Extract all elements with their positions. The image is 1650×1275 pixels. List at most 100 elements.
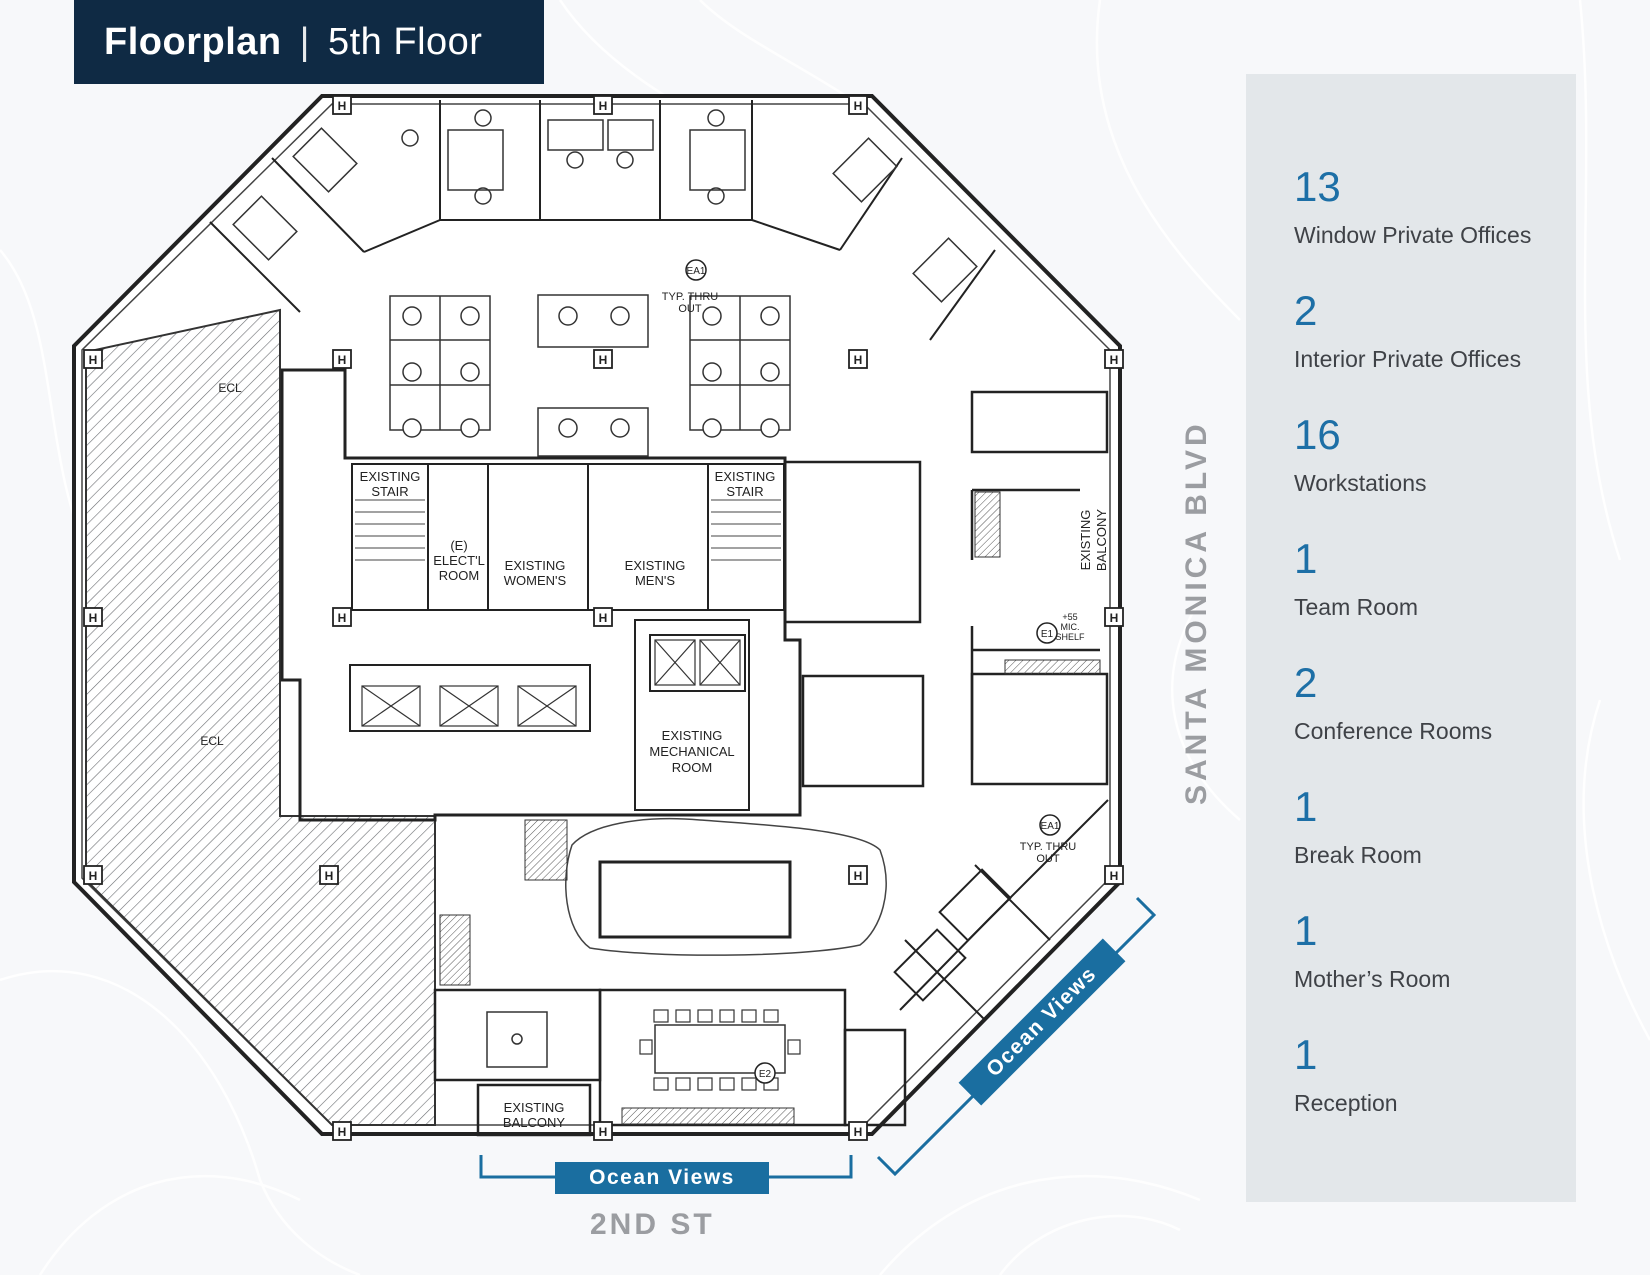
column-marker-label: H [338,1125,347,1139]
column-marker-label: H [89,353,98,367]
stat-label: Conference Rooms [1294,718,1493,744]
hatched-area [85,308,436,1126]
stat-interior-offices: 2 Interior Private Offices [1294,290,1521,373]
svg-text:MIC.: MIC. [1061,622,1080,632]
typ-thru-top-label: TYP. THRU [662,291,718,303]
svg-text:E1: E1 [1041,629,1054,640]
stair-right-label: EXISTING [715,469,776,484]
ecl-label-1: ECL [218,381,242,395]
column-marker-label: H [854,1125,863,1139]
svg-text:MECHANICAL: MECHANICAL [649,744,734,759]
balcony-right-label: EXISTING BALCONY [1078,509,1109,571]
womens-room-label: EXISTING [505,558,566,573]
stat-window-offices: 13 Window Private Offices [1294,166,1531,249]
svg-text:WOMEN'S: WOMEN'S [504,573,567,588]
svg-text:SHELF: SHELF [1055,632,1085,642]
shelf-counter [1004,659,1101,675]
column-marker-label: H [1110,611,1119,625]
stat-label: Break Room [1294,842,1422,868]
column-marker-label: H [325,869,334,883]
stat-count: 1 [1294,907,1318,954]
stat-label: Team Room [1294,594,1418,620]
title-label: Floorplan [104,20,282,63]
stat-mothers-room: 1 Mother’s Room [1294,910,1450,993]
column-marker-label: H [1110,353,1119,367]
svg-text:EA1: EA1 [1041,821,1060,832]
stat-count: 1 [1294,1031,1318,1078]
svg-text:EA1: EA1 [687,266,706,277]
mens-room-label: EXISTING [625,558,686,573]
stair-treads [355,499,781,561]
svg-text:ELECT'L: ELECT'L [433,553,485,568]
svg-text:STAIR: STAIR [726,484,763,499]
space-summary-panel: 13 Window Private Offices 2 Interior Pri… [1246,74,1576,1202]
svg-text:EXISTING: EXISTING [1078,510,1093,571]
elevators [361,639,741,727]
column-marker-label: H [599,99,608,113]
core-rooms [349,463,785,811]
stat-label: Interior Private Offices [1294,346,1522,372]
shelf-label: +55 [1062,612,1077,622]
conference-chairs [639,1009,801,1091]
column-marker-label: H [338,353,347,367]
svg-text:OUT: OUT [678,303,702,315]
stat-conference-rooms: 2 Conference Rooms [1294,662,1492,745]
column-marker-label: H [599,353,608,367]
stat-break-room: 1 Break Room [1294,786,1422,869]
svg-text:E2: E2 [759,1069,772,1080]
office-furniture [232,109,978,303]
stat-count: 2 [1294,659,1318,706]
svg-text:BALCONY: BALCONY [503,1115,565,1130]
title-separator: | [299,20,310,63]
reception-desk [524,819,568,881]
svg-text:OUT: OUT [1036,853,1060,865]
south-rooms [433,988,907,1137]
southeast-offices [893,799,1109,1021]
core-outline [280,368,802,822]
svg-text:MEN'S: MEN'S [635,573,675,588]
stat-count: 13 [1294,163,1341,210]
stat-label: Mother’s Room [1294,966,1451,992]
callout-tags: EA1 EA1 E1 E2 [685,259,1061,1084]
ecl-label-2: ECL [200,734,224,748]
street-label-east: SANTA MONICA BLVD [1180,420,1213,805]
team-room-counter [974,491,1001,558]
floor-label: 5th Floor [327,20,483,63]
ocean-views-tag-south: Ocean Views [555,1162,769,1194]
stat-label: Reception [1294,1090,1398,1116]
electrical-room-label: (E) [450,538,467,553]
workstation-chairs [402,306,780,438]
column-marker-label: H [89,869,98,883]
north-offices [209,100,996,341]
stat-team-room: 1 Team Room [1294,538,1418,621]
page-title: Floorplan | 5th Floor [74,0,544,84]
column-marker-label: H [89,611,98,625]
column-marker-label: H [599,1125,608,1139]
column-marker-label: H [599,611,608,625]
stat-count: 16 [1294,411,1341,458]
stair-left-label: EXISTING [360,469,421,484]
svg-text:ROOM: ROOM [439,568,479,583]
conference-table [486,1011,786,1074]
typ-thru-right-label: TYP. THRU [1020,841,1076,853]
stat-count: 1 [1294,535,1318,582]
stat-workstations: 16 Workstations [1294,414,1427,497]
stat-label: Workstations [1294,470,1427,496]
mechanical-room-label: EXISTING [662,728,723,743]
svg-text:BALCONY: BALCONY [1094,509,1109,571]
column-marker-label: H [338,99,347,113]
street-label-south: 2ND ST [590,1208,715,1241]
svg-text:ROOM: ROOM [672,760,712,775]
column-marker-label: H [338,611,347,625]
credenza [621,1107,795,1125]
column-marker-label: H [854,869,863,883]
svg-text:STAIR: STAIR [371,484,408,499]
stat-reception: 1 Reception [1294,1034,1398,1117]
stat-label: Window Private Offices [1294,222,1532,248]
column-marker-label: H [854,99,863,113]
balcony-bottom-label: EXISTING [504,1100,565,1115]
stat-count: 1 [1294,783,1318,830]
column-marker-label: H [1110,869,1119,883]
